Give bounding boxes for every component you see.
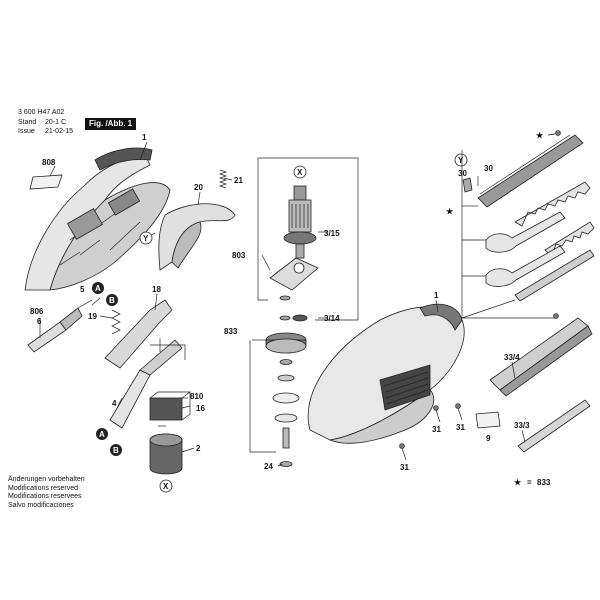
marker-x-left-letter: X (163, 482, 169, 491)
marker-y-right (454, 153, 468, 167)
callout-806: 806 (30, 307, 44, 316)
legend-star-833: ★ = 833 (514, 478, 551, 487)
label-plate-808 (29, 174, 63, 190)
issue-label: Issue (18, 128, 35, 135)
marker-a-bottom (96, 428, 108, 440)
lever-part-18 (104, 299, 173, 369)
callout-30-pin: 30 (458, 169, 467, 178)
callout-3-14: 3/14 (324, 314, 340, 323)
capacitor-part-2 (149, 433, 183, 475)
callout-810: 810 (190, 392, 204, 401)
note-es: Salvo modificaciones (8, 501, 74, 509)
callout-9: 9 (486, 434, 491, 443)
figure-label: Fig. /Abb. 1 (85, 118, 137, 130)
marker-x-left (159, 479, 173, 493)
leader-lines-right (461, 133, 556, 443)
star-marker-blade: ★ (446, 207, 454, 216)
armature-part-3-15 (283, 185, 317, 259)
callout-31-a: 31 (432, 425, 441, 434)
marker-y-left-letter: Y (143, 234, 149, 243)
star-marker-top: ★ (536, 131, 544, 140)
marker-x-top-letter: X (297, 168, 303, 177)
note-de: Änderungen vorbehalten (8, 476, 85, 483)
switch-part-16 (149, 391, 192, 421)
legend-star: ★ (514, 478, 522, 487)
doc-number: 3 600 H47 A02 (18, 109, 65, 116)
spring-part-21 (218, 169, 228, 189)
bearing-part-3-14 (292, 314, 308, 322)
marker-a-top-letter: A (95, 284, 101, 293)
callout-2: 2 (196, 444, 201, 453)
marker-a-bottom-letter: A (99, 430, 105, 439)
callout-30-guard: 30 (484, 164, 493, 173)
callout-21: 21 (234, 176, 243, 185)
switch-assembly-part-4 (109, 338, 186, 429)
callout-24: 24 (264, 462, 273, 471)
marker-y-right-letter: Y (458, 156, 464, 165)
leader-lines-center (249, 157, 359, 467)
blade-upper (514, 181, 591, 227)
callout-3-15: 3/15 (324, 229, 340, 238)
cover-part-20 (158, 203, 236, 271)
note-fr: Modifications reservees (8, 493, 82, 500)
callout-4: 4 (112, 399, 117, 408)
marker-a-top (92, 282, 104, 294)
callout-808: 808 (42, 158, 56, 167)
callout-1-main: 1 (434, 291, 439, 300)
washer-part-24 (279, 461, 293, 467)
marker-x-top (293, 165, 307, 179)
gear-part-833 (265, 332, 307, 354)
screw-part-31 (399, 403, 463, 461)
callout-31-c: 31 (400, 463, 409, 472)
callout-33-4: 33/4 (504, 353, 520, 362)
blade-guard-part-30 (477, 134, 584, 208)
callout-16: 16 (196, 404, 205, 413)
housing-main-part-1 (307, 303, 465, 444)
callout-19: 19 (88, 312, 97, 321)
callout-833: 833 (224, 327, 238, 336)
blade-lower (544, 221, 595, 257)
note-en: Modifications reserved (8, 484, 79, 492)
marker-b-top (106, 294, 118, 306)
callout-18: 18 (152, 285, 161, 294)
callout-31-b: 31 (456, 423, 465, 432)
guard-rail-part-33-3 (517, 399, 591, 453)
callout-1: 1 (142, 133, 147, 142)
pin-part-30 (462, 177, 473, 193)
sticker-part-9 (475, 411, 501, 429)
stand-label: Stand (18, 119, 37, 126)
callout-33-3: 33/3 (514, 421, 530, 430)
modification-notes: Änderungen vorbehalten Modifications res… (8, 476, 85, 510)
legend-value: 833 (537, 478, 551, 487)
marker-b-bottom (110, 444, 122, 456)
callout-6: 6 (37, 317, 42, 326)
housing-upper-part-1 (24, 147, 171, 291)
marker-y-left (139, 231, 153, 245)
legend-equals: = (527, 478, 532, 487)
issue-date: 21-02-15 (45, 128, 74, 135)
callout-803: 803 (232, 251, 246, 260)
spring-part-19 (111, 309, 121, 335)
version-code: 20-1 C (45, 119, 67, 126)
guard-rail-part-33-4 (489, 317, 593, 397)
marker-b-bottom-letter: B (113, 446, 119, 455)
marker-b-top-letter: B (109, 296, 115, 305)
cable-sleeve-806 (27, 299, 93, 353)
callout-20: 20 (194, 183, 203, 192)
callout-5: 5 (80, 285, 85, 294)
bracket-plate-803 (269, 257, 319, 291)
